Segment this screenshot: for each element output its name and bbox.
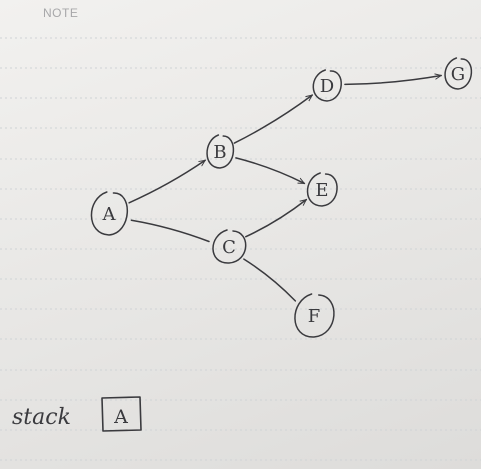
node-b-circle — [206, 134, 235, 169]
node-a: A — [90, 191, 128, 236]
stack-area: stack A — [12, 396, 142, 432]
graph-edges — [128, 76, 441, 302]
node-g: G — [444, 57, 473, 90]
edge-a-b — [128, 159, 205, 204]
node-g-circle — [444, 57, 473, 90]
edge-a-c — [130, 219, 210, 243]
edge-d-g — [344, 76, 441, 86]
node-a-label: A — [102, 204, 117, 225]
node-d-circle — [312, 69, 342, 102]
edge-c-f — [243, 258, 297, 302]
node-g-label: G — [451, 64, 465, 85]
node-b-label: B — [213, 142, 226, 163]
edge-b-e — [235, 157, 305, 185]
node-e-label: E — [315, 180, 328, 201]
node-c-circle — [212, 229, 247, 264]
node-f-label: F — [308, 306, 321, 327]
node-e-circle — [306, 172, 338, 207]
node-d: D — [312, 69, 342, 102]
node-d-label: D — [320, 76, 334, 97]
node-f: F — [294, 293, 335, 338]
node-e: E — [306, 172, 338, 207]
page-header-label: NOTE — [43, 6, 79, 20]
node-c-label: C — [222, 237, 236, 258]
graph-nodes: A B C D E F G — [90, 57, 473, 338]
node-f-circle — [294, 293, 335, 338]
stack-label: stack — [12, 405, 71, 430]
node-a-circle — [90, 191, 128, 236]
node-b: B — [206, 134, 235, 169]
edge-b-d — [233, 94, 312, 144]
stack-item-label: A — [113, 406, 128, 428]
stack-item-box — [101, 396, 142, 432]
node-c: C — [212, 229, 247, 264]
edge-c-e — [245, 198, 306, 238]
